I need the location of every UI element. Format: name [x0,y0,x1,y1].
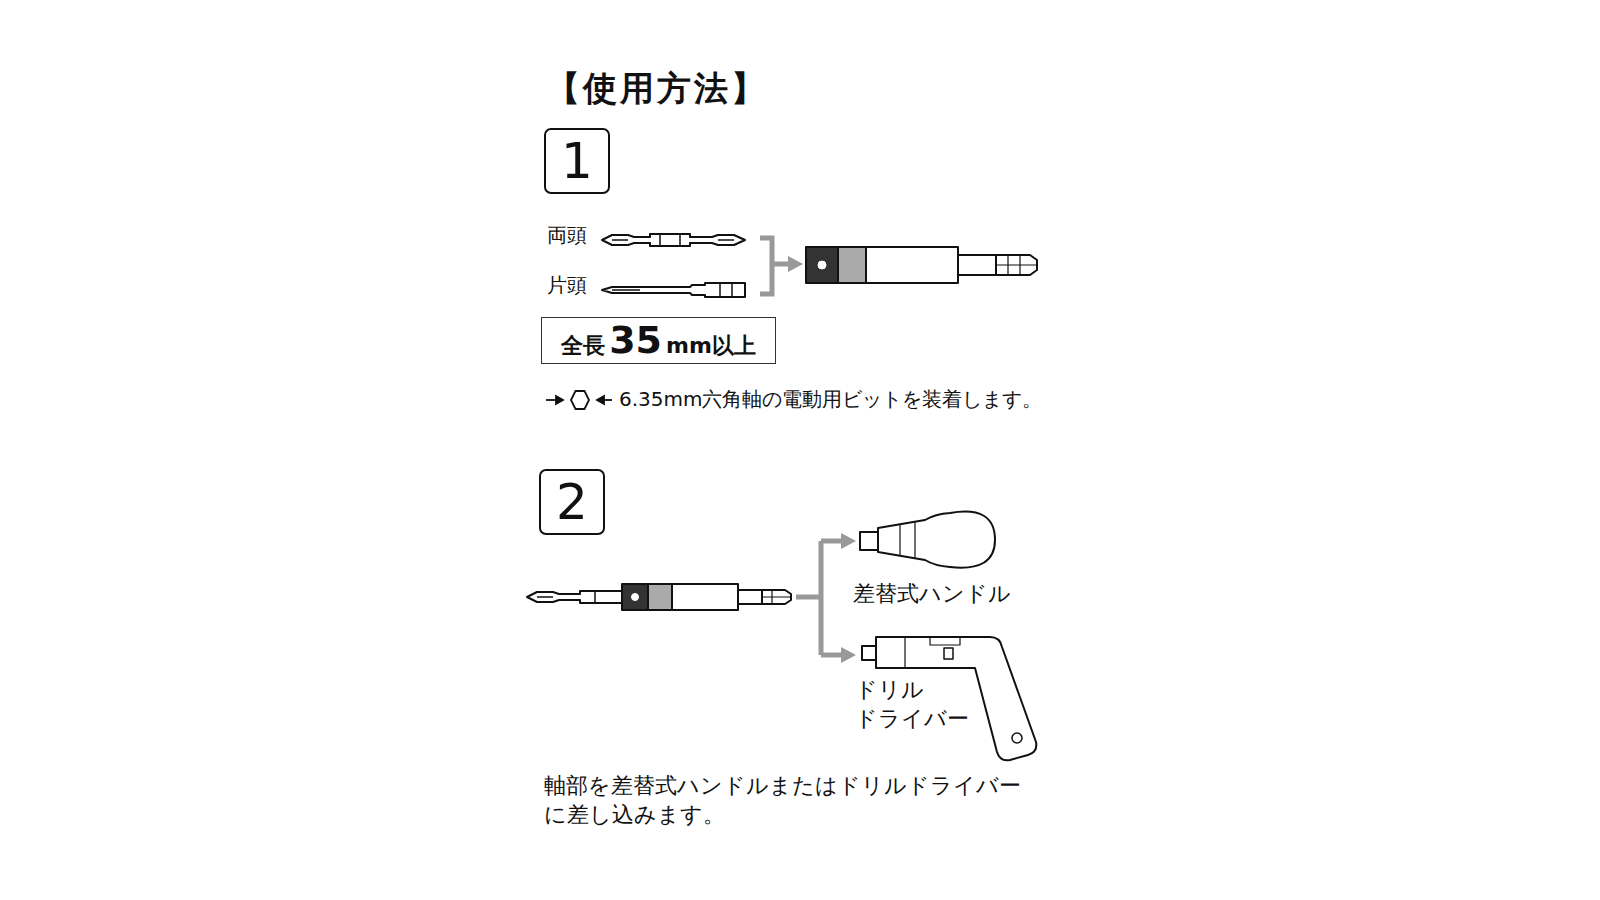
bit-adapter [806,247,1037,283]
bit-type-label: 両頭 [547,222,587,248]
interchangeable-handle [860,512,995,568]
tool-label: 差替式ハンドル [853,580,1011,609]
instruction-note: 6.35mm六角軸の電動用ビットを装着します。 [619,386,1043,412]
step-number: 2 [539,469,605,535]
step-label: 1 [561,136,593,186]
length-text: 全長 [561,331,605,361]
length-text: 35 [609,318,662,362]
single-ended-bit [602,283,745,297]
tool-label: ドリル ドライバー [855,676,980,733]
step-label: 2 [556,477,588,527]
bracket-arrow [760,238,843,655]
title: 【使用方法】 [546,66,768,112]
assembled-bit-adapter [527,584,791,610]
hex-symbol [546,391,612,409]
length-note-box: 全長35mm以上 [541,317,776,364]
double-ended-bit [602,234,745,246]
length-text: mm以上 [666,331,756,361]
bit-type-label: 片頭 [547,272,587,298]
instruction-note: 軸部を差替式ハンドルまたはドリルドライバー に差し込みます。 [544,772,1044,829]
step-number: 1 [544,128,610,194]
